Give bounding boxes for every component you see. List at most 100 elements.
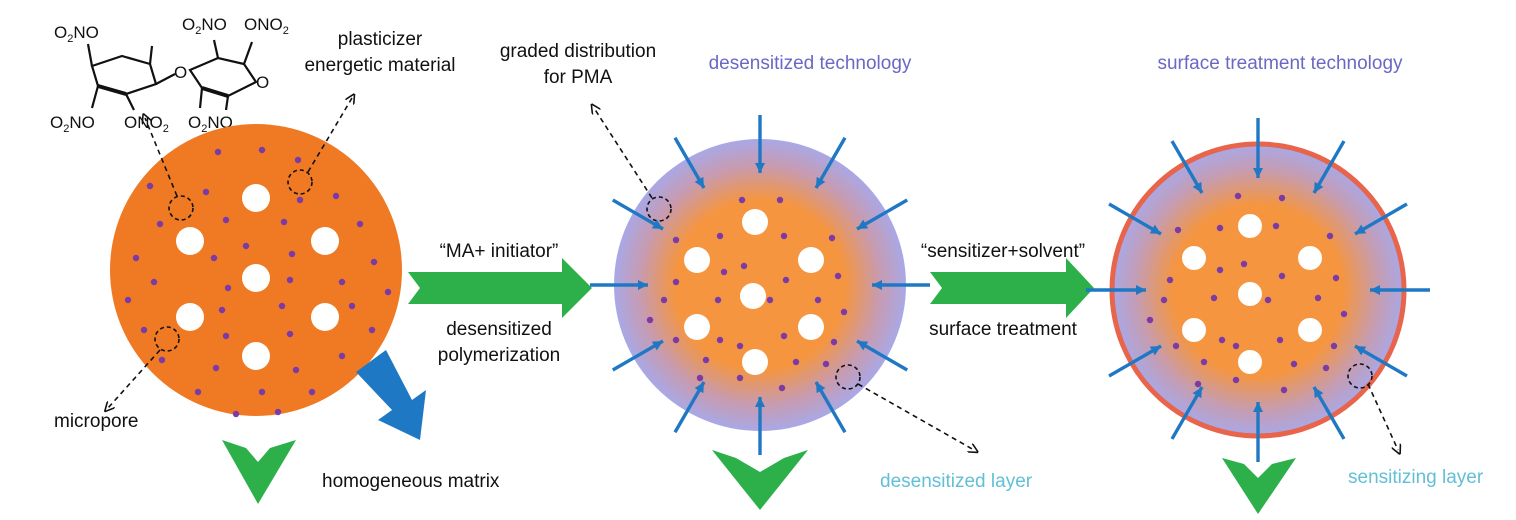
energetic-particle [738, 196, 746, 204]
chemical-structure: O2NO O2NO ONO2 O2NO ONO2 O2NO O O [50, 15, 289, 135]
energetic-particle [124, 296, 132, 304]
label-for-pma: for PMA [543, 67, 613, 88]
penetration-arrow-head [1253, 168, 1263, 178]
energetic-particle [1232, 376, 1240, 384]
energetic-particle [348, 302, 356, 310]
chem-ring-oxygen: O [256, 73, 269, 92]
sphere-left [110, 124, 402, 418]
penetration-arrow-head [1253, 402, 1263, 412]
energetic-particle [646, 316, 654, 324]
sphere-left-dashed-circle-mid [287, 169, 313, 195]
energetic-particle [1278, 194, 1286, 202]
energetic-particle [286, 330, 294, 338]
energetic-particle [766, 296, 774, 304]
energetic-particle [356, 220, 364, 228]
energetic-particle [370, 258, 378, 266]
energetic-particle [716, 336, 724, 344]
arrow-ma-initiator [408, 258, 592, 318]
energetic-particle [834, 272, 842, 280]
penetration-arrow-head [1136, 285, 1146, 295]
sphere-left-dashed-circle-top [168, 195, 194, 221]
chem-group-4: O2NO [182, 15, 227, 37]
energetic-particle [296, 196, 304, 204]
energetic-particle [1330, 342, 1338, 350]
label-energetic-material: energetic material [304, 55, 456, 76]
penetration-arrow-head [872, 280, 882, 290]
penetration-arrow-head [856, 341, 869, 351]
energetic-particle [338, 278, 346, 286]
penetration-arrow-head [816, 176, 826, 189]
penetration-arrow-head [694, 381, 704, 394]
energetic-particle [222, 332, 230, 340]
energetic-particle [140, 326, 148, 334]
energetic-particle [740, 262, 748, 270]
energetic-particle [274, 408, 282, 416]
sphere-right-dots [1146, 192, 1348, 394]
energetic-particle [288, 250, 296, 258]
right-blue-arrows [1086, 118, 1430, 462]
penetration-arrow-head [694, 176, 704, 189]
energetic-particle [1332, 274, 1340, 282]
chevron-left [222, 440, 296, 504]
energetic-particle [368, 326, 376, 334]
energetic-particle [1272, 222, 1280, 230]
energetic-particle [780, 232, 788, 240]
energetic-particle [736, 342, 744, 350]
energetic-particle [660, 296, 668, 304]
energetic-particle [1218, 336, 1226, 344]
penetration-arrow-head [651, 219, 664, 229]
energetic-particle [338, 352, 346, 360]
energetic-particle [702, 356, 710, 364]
penetration-arrow-head [1370, 285, 1380, 295]
energetic-particle [1280, 386, 1288, 394]
energetic-particle [280, 218, 288, 226]
penetration-arrow-head [856, 219, 869, 229]
energetic-particle [1276, 336, 1284, 344]
penetration-arrow-head [1192, 386, 1202, 399]
energetic-particle [672, 336, 680, 344]
energetic-particle [1278, 272, 1286, 280]
energetic-particle [146, 182, 154, 190]
chem-bridge-oxygen: O [174, 63, 187, 82]
sphere-mid-dashed-circle-low [835, 364, 861, 390]
energetic-particle [1172, 342, 1180, 350]
label-homogeneous-matrix: homogeneous matrix [322, 471, 500, 492]
label-surface-treatment: surface treatment [929, 319, 1077, 340]
energetic-particle [1216, 224, 1224, 232]
energetic-particle [212, 364, 220, 372]
mid-dashed-pointers [594, 108, 974, 450]
energetic-particle [1216, 266, 1224, 274]
energetic-particle [778, 384, 786, 392]
energetic-particle [1210, 294, 1218, 302]
energetic-particle [1240, 260, 1248, 268]
ring-left [86, 43, 176, 111]
label-micropore: micropore [54, 411, 139, 432]
energetic-particle [828, 234, 836, 242]
penetration-arrow-head [1149, 346, 1162, 356]
label-desensitized: desensitized [446, 319, 552, 340]
energetic-particle [1200, 358, 1208, 366]
penetration-arrow-head [1192, 181, 1202, 194]
right-dashed-pointer [1367, 383, 1398, 450]
sphere-mid [614, 139, 906, 431]
energetic-particle [792, 358, 800, 366]
energetic-particle [782, 276, 790, 284]
energetic-particle [1290, 360, 1298, 368]
energetic-particle [1326, 232, 1334, 240]
label-surface-treatment-technology: surface treatment technology [1157, 53, 1403, 74]
energetic-particle [1194, 380, 1202, 388]
penetration-arrow-head [755, 397, 765, 407]
label-ma-initiator: “MA+ initiator” [439, 241, 559, 262]
energetic-particle [202, 188, 210, 196]
chem-group-5: ONO2 [244, 15, 289, 37]
chem-group-1: O2NO [54, 23, 99, 45]
energetic-particle [308, 388, 316, 396]
energetic-particle [714, 296, 722, 304]
energetic-particle [736, 374, 744, 382]
ring-right [188, 39, 258, 111]
sphere-mid-micropores [684, 209, 824, 375]
energetic-particle [780, 332, 788, 340]
label-sensitizer-solvent: “sensitizer+solvent” [920, 241, 1086, 262]
energetic-particle [1264, 296, 1272, 304]
